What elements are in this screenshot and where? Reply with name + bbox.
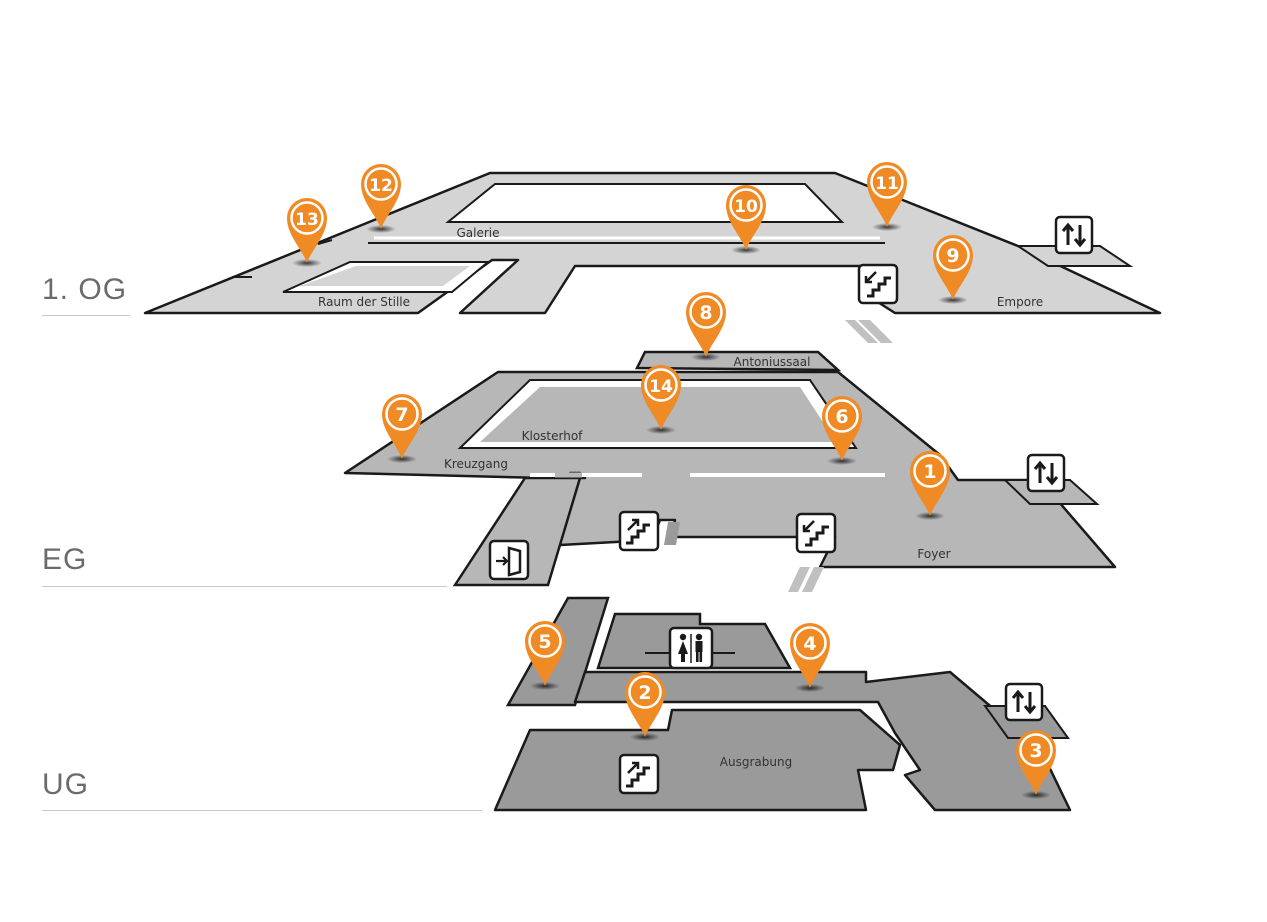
- stairs-down-icon[interactable]: [795, 512, 837, 554]
- location-marker-number: 13: [295, 210, 319, 230]
- location-marker-number: 8: [699, 302, 712, 324]
- elevator-icon[interactable]: [1054, 215, 1094, 255]
- og1-notch-2: [317, 239, 333, 245]
- location-marker-5[interactable]: 5: [523, 619, 567, 692]
- floor-rule-eg: [42, 586, 447, 587]
- location-marker-number: 2: [638, 682, 651, 704]
- location-marker-number: 10: [734, 197, 758, 217]
- location-marker-7[interactable]: 7: [380, 392, 424, 465]
- og1-galerie-void: [445, 183, 845, 223]
- ug-ausgrabung: [493, 708, 902, 812]
- restroom-icon[interactable]: [668, 626, 714, 670]
- location-marker-4[interactable]: 4: [788, 621, 832, 694]
- room-label-kreuzgang: Kreuzgang: [444, 457, 508, 471]
- location-marker-number: 14: [649, 377, 673, 397]
- location-marker-6[interactable]: 6: [820, 394, 864, 467]
- ug-corridor: [573, 670, 1072, 812]
- floor-rule-og1: [42, 315, 130, 316]
- entrance-icon[interactable]: [488, 539, 530, 581]
- location-marker-number: 3: [1029, 740, 1042, 762]
- location-marker-2[interactable]: 2: [623, 670, 667, 743]
- location-marker-number: 6: [835, 406, 848, 428]
- floor-ug: Ausgrabung: [493, 596, 1072, 812]
- eg-antoniussaal: [634, 350, 842, 372]
- location-marker-number: 7: [395, 404, 408, 426]
- room-label-ausgrabung: Ausgrabung: [720, 755, 792, 769]
- location-marker-9[interactable]: 9: [931, 233, 975, 306]
- stair-connector-og-eg: [845, 320, 893, 343]
- room-label-klosterhof: Klosterhof: [522, 429, 584, 443]
- location-marker-1[interactable]: 1: [908, 449, 952, 522]
- eg-kreuzgang-west: [452, 476, 582, 587]
- location-marker-11[interactable]: 11: [865, 160, 909, 233]
- room-label-antoniussaal: Antoniussaal: [734, 355, 811, 369]
- location-marker-number: 5: [538, 631, 551, 653]
- floor-label-ug: UG: [42, 768, 89, 801]
- location-marker-number: 12: [369, 176, 393, 196]
- location-marker-number: 4: [803, 633, 816, 655]
- location-marker-number: 9: [946, 245, 959, 267]
- location-marker-13[interactable]: 13: [285, 196, 329, 269]
- location-marker-12[interactable]: 12: [359, 162, 403, 235]
- room-label-empore: Empore: [997, 295, 1043, 309]
- og1-raum-der-stille-floor: [300, 266, 470, 286]
- stairs-up-icon[interactable]: [618, 510, 660, 552]
- floor-rule-ug: [42, 810, 482, 811]
- room-label-galerie: Galerie: [456, 226, 499, 240]
- floor-label-eg: EG: [42, 543, 88, 576]
- location-marker-10[interactable]: 10: [724, 183, 768, 256]
- room-label-raum-der-stille: Raum der Stille: [318, 295, 410, 309]
- location-marker-number: 1: [923, 461, 936, 483]
- room-label-foyer: Foyer: [917, 547, 950, 561]
- stair-connector-eg-ug: [664, 522, 824, 592]
- location-marker-14[interactable]: 14: [639, 363, 683, 436]
- floor-eg: Antoniussaal Klosterhof Kreuzgang Foyer: [343, 350, 1117, 587]
- floor-label-og1: 1. OG: [42, 273, 128, 306]
- location-marker-8[interactable]: 8: [684, 290, 728, 363]
- location-marker-number: 11: [875, 174, 899, 194]
- location-marker-3[interactable]: 3: [1014, 728, 1058, 801]
- elevator-icon[interactable]: [1026, 453, 1066, 493]
- stairs-up-icon[interactable]: [618, 753, 660, 795]
- stairs-down-icon[interactable]: [857, 263, 899, 305]
- elevator-icon[interactable]: [1004, 682, 1044, 722]
